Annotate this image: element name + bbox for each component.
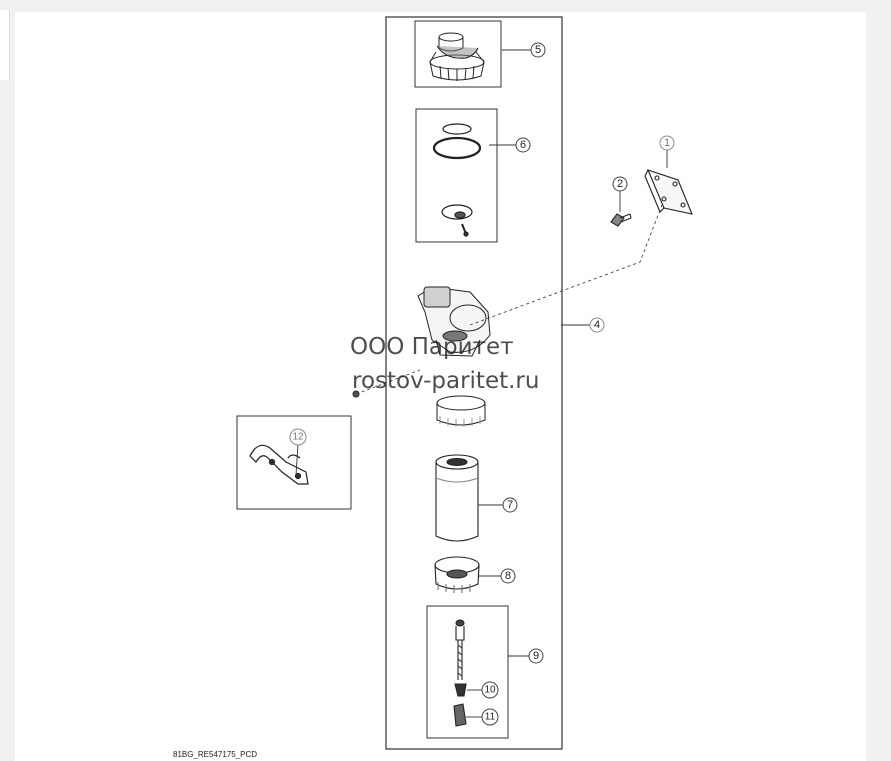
item-12-box [236,415,352,510]
clamp-illustration [249,444,309,485]
seal-rings-illustration [432,123,482,237]
side-panel-edge [0,10,10,80]
drawing-code: 81BG_RE547175_PCD [173,750,257,759]
callout-10: 10 [481,681,499,699]
svg-text:2: 2 [617,178,623,190]
watermark-company: ООО Паритет [350,334,514,360]
svg-text:12: 12 [292,432,304,443]
svg-text:9: 9 [533,650,539,662]
svg-text:1: 1 [664,137,670,149]
water-bowl-illustration [434,556,480,593]
filter-element-illustration [435,454,479,542]
item-5-box [414,20,502,88]
callout-12: 12 [289,428,307,446]
callout-5: 5 [530,42,546,58]
callout-1: 1 [659,135,675,151]
filter-cap-illustration [429,32,485,81]
svg-text:8: 8 [505,570,511,582]
drain-valve-illustration [453,619,467,727]
svg-text:11: 11 [485,712,496,723]
callout-2: 2 [612,176,628,192]
leader-lines [295,49,668,718]
bolt-illustration [610,213,632,227]
collar-illustration [436,395,486,427]
parts-diagram: 5 6 1 2 4 7 8 [173,16,693,759]
svg-text:10: 10 [484,685,496,696]
callout-11: 11 [481,708,499,726]
callout-8: 8 [500,568,516,584]
callout-7: 7 [502,497,518,513]
mounting-plate-illustration [644,169,693,215]
svg-text:4: 4 [594,319,600,331]
drawing-sheet: 5 6 1 2 4 7 8 [15,12,866,761]
svg-text:7: 7 [507,499,513,511]
callout-6: 6 [515,137,531,153]
svg-text:5: 5 [535,44,541,56]
assembly-line [355,204,663,395]
item-6-box [415,108,498,243]
watermark-website: rostov-paritet.ru [352,368,539,394]
filter-head-illustration [417,286,491,357]
svg-text:6: 6 [520,139,526,151]
callout-9: 9 [528,648,544,664]
item-9-box [426,605,509,739]
callout-4: 4 [589,317,605,333]
